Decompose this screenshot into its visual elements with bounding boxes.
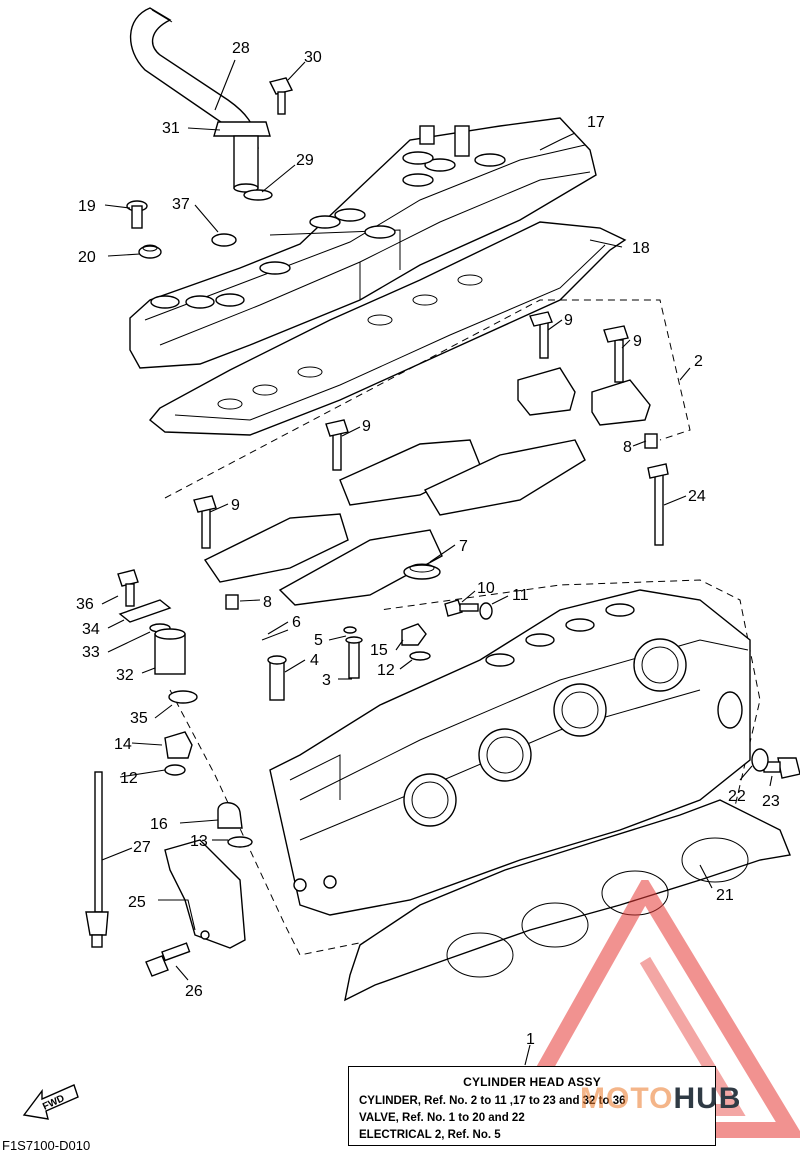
callout-31: 31	[162, 120, 180, 137]
callout-5: 5	[314, 632, 323, 649]
callout-9a: 9	[564, 312, 573, 329]
callout-9c: 9	[362, 418, 371, 435]
cam-cap-d	[424, 439, 586, 516]
watermark-part1: MOTO	[580, 1082, 674, 1115]
callout-35: 35	[130, 710, 148, 727]
bolt-10	[444, 599, 479, 617]
head-cover	[129, 117, 597, 369]
callout-32: 32	[116, 667, 134, 684]
washer-11	[479, 602, 493, 620]
callout-33: 33	[82, 644, 100, 661]
cam-cap-e	[193, 495, 349, 583]
callout-24: 24	[688, 488, 706, 505]
callout-2: 2	[694, 353, 703, 370]
callout-26: 26	[185, 983, 203, 1000]
leader-lines	[101, 59, 773, 1066]
callout-3: 3	[322, 672, 331, 689]
dowel-8a	[225, 594, 239, 610]
callout-17: 17	[587, 114, 605, 131]
bracket-25	[164, 839, 246, 949]
callout-37: 37	[172, 196, 190, 213]
grommet-20	[138, 244, 162, 259]
cam-cap-f	[278, 529, 443, 606]
valve-parts	[261, 626, 363, 701]
cylinder-head	[269, 589, 751, 916]
bolt-23	[763, 757, 800, 779]
callout-25: 25	[128, 894, 146, 911]
callout-12b: 12	[377, 662, 395, 679]
callout-11: 11	[512, 587, 529, 604]
o-ring-29	[243, 189, 273, 201]
callout-8b: 8	[623, 439, 632, 456]
washer-22	[751, 748, 769, 772]
washer-12b	[409, 651, 431, 661]
bolt-19	[126, 200, 148, 229]
cable-tie	[85, 771, 109, 948]
oil-filler-cap	[403, 563, 441, 580]
head-cover-gasket	[149, 221, 627, 436]
callout-14: 14	[114, 736, 132, 753]
callout-27: 27	[133, 839, 151, 856]
bolt-30	[268, 77, 294, 115]
callout-30: 30	[304, 49, 322, 66]
cam-cap-b	[591, 325, 651, 426]
callout-9b: 9	[633, 333, 642, 350]
stud-bolt-24	[647, 463, 669, 546]
callout-28: 28	[232, 40, 250, 57]
bolt-26	[145, 942, 191, 977]
watermark-text: MOTOHUB	[580, 1082, 741, 1116]
callout-23: 23	[762, 793, 780, 810]
callout-20: 20	[78, 249, 96, 266]
callout-12a: 12	[120, 770, 138, 787]
callout-29: 29	[296, 152, 314, 169]
cap-nut-16	[217, 802, 243, 829]
washer-13	[227, 836, 253, 848]
info-line-cylinder: CYLINDER, Ref. No. 2 to 11 ,17 to 23 and…	[359, 1095, 626, 1107]
info-box: CYLINDER HEAD ASSY CYLINDER, Ref. No. 2 …	[348, 1066, 716, 1146]
plate-34	[118, 599, 172, 623]
callout-7: 7	[459, 538, 468, 555]
callout-15: 15	[370, 642, 388, 659]
callout-18: 18	[632, 240, 650, 257]
dowel-8b	[644, 433, 658, 449]
callout-9d: 9	[231, 497, 240, 514]
callout-16: 16	[150, 816, 168, 833]
hose-joint	[213, 121, 271, 193]
o-ring-35	[168, 690, 198, 704]
info-line-valve: VALVE, Ref. No. 1 to 20 and 22	[359, 1112, 525, 1124]
watermark-part2: HUB	[673, 1082, 742, 1115]
plug-37	[211, 233, 237, 247]
document-code: F1S7100-D010	[2, 1138, 91, 1153]
cam-cap-c	[325, 419, 481, 506]
callout-21: 21	[716, 887, 734, 904]
callout-22: 22	[728, 788, 746, 805]
callout-10: 10	[477, 580, 495, 597]
nut-15	[401, 623, 427, 646]
info-line-electrical: ELECTRICAL 2, Ref. No. 5	[359, 1129, 501, 1141]
washer-12a	[164, 764, 186, 776]
nut-14	[164, 731, 193, 759]
sleeve-32	[154, 628, 186, 675]
callout-4: 4	[310, 652, 319, 669]
info-title: CYLINDER HEAD ASSY	[463, 1075, 601, 1089]
callout-36: 36	[76, 596, 94, 613]
fwd-label: FWD	[41, 1093, 66, 1113]
callout-8a: 8	[263, 594, 272, 611]
callout-1: 1	[526, 1031, 535, 1048]
callout-19: 19	[78, 198, 96, 215]
callout-6: 6	[292, 614, 301, 631]
forward-direction-icon: FWD	[20, 1075, 80, 1125]
callout-13: 13	[190, 833, 208, 850]
bolt-36	[117, 569, 139, 607]
callout-34: 34	[82, 621, 100, 638]
cam-cap-a	[517, 311, 576, 416]
